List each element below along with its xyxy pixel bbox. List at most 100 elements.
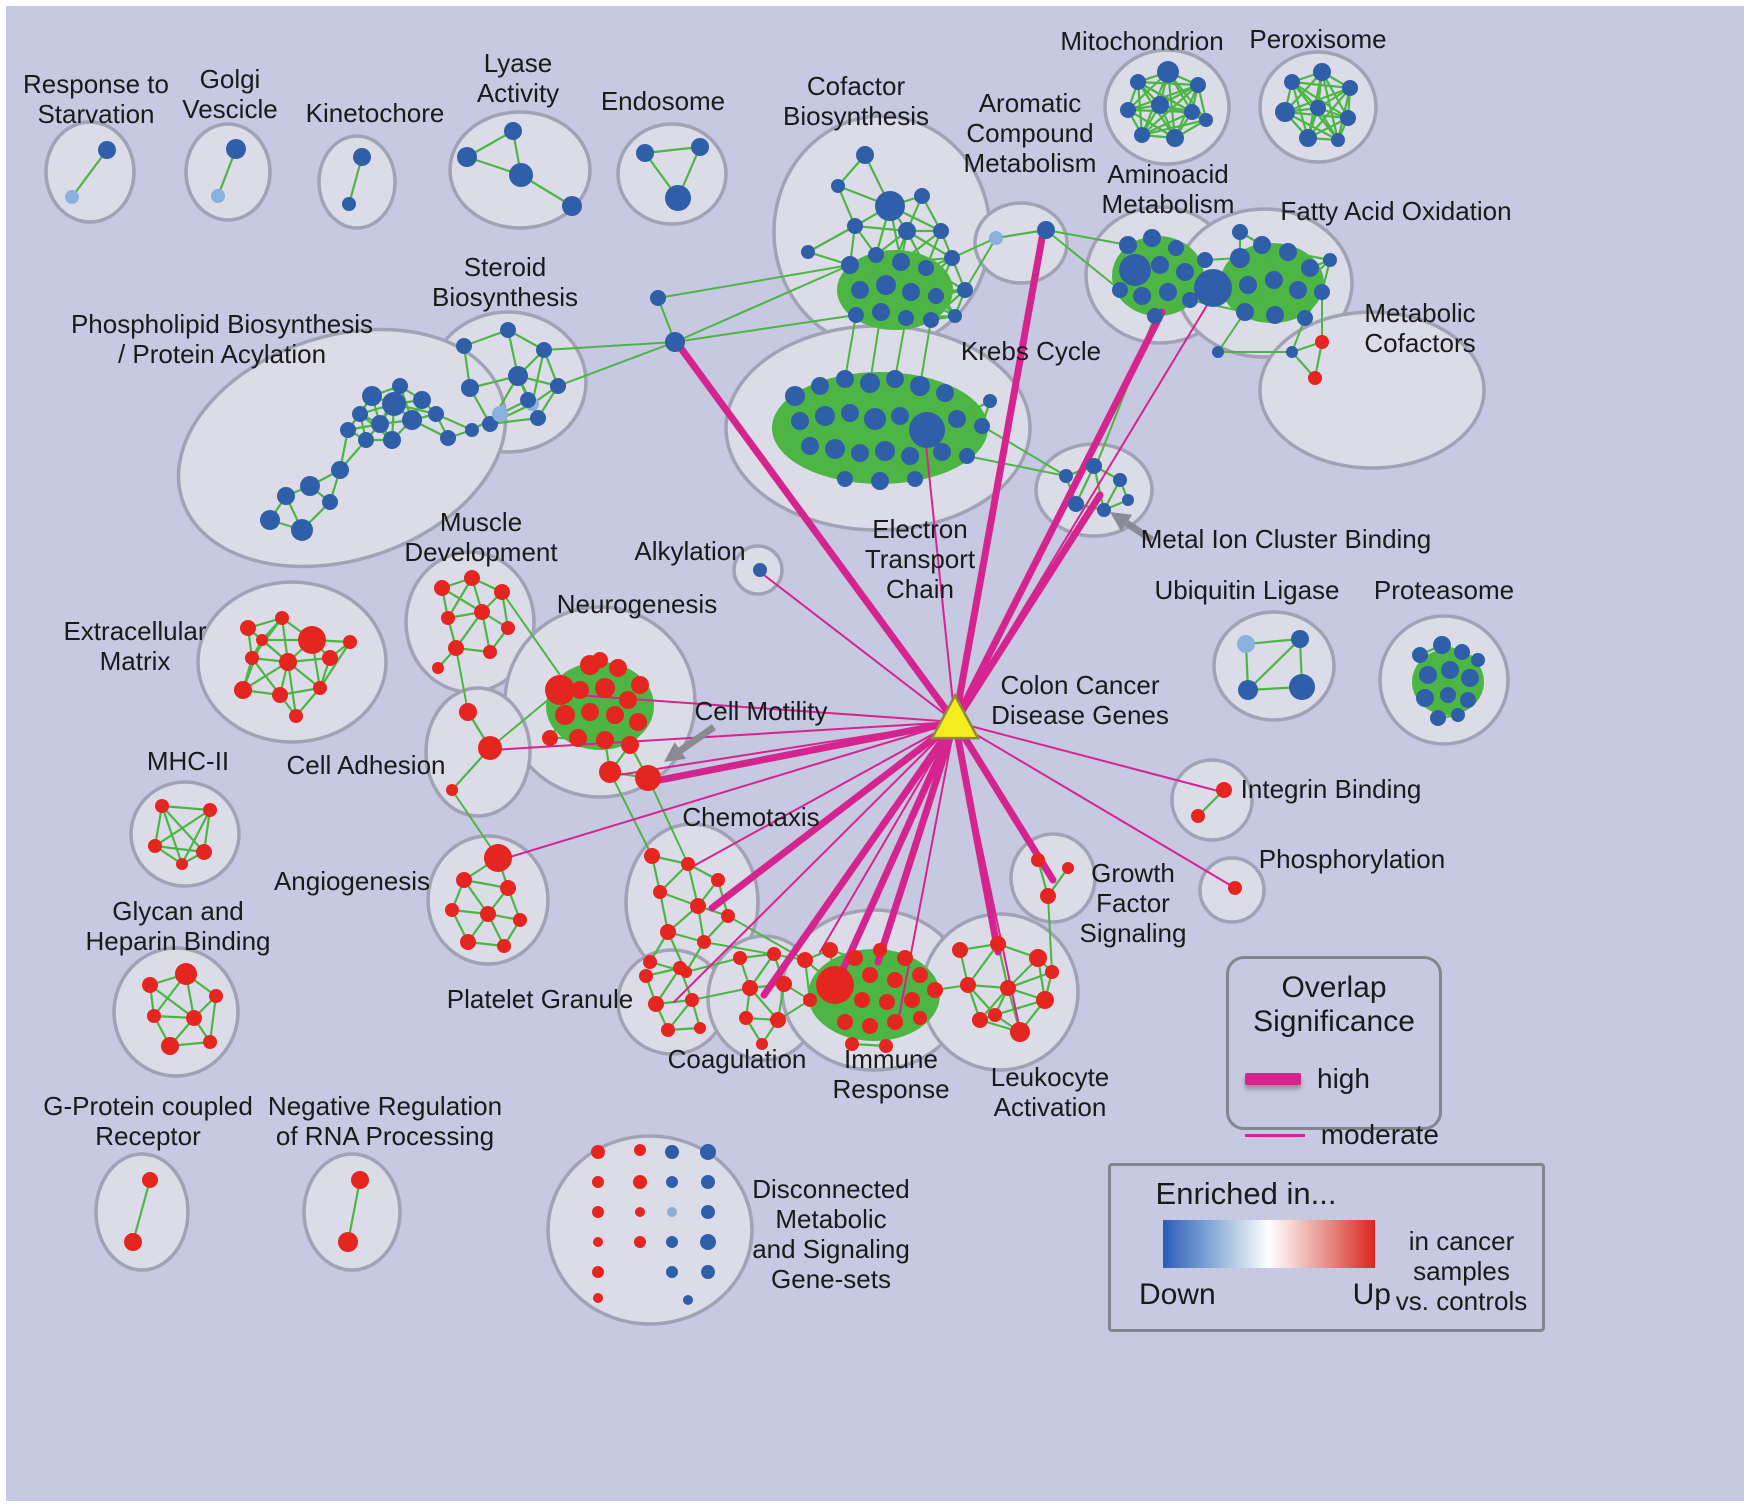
gene-set-node	[701, 1175, 715, 1189]
gene-set-node	[912, 967, 928, 983]
enriched-context-line3: vs. controls	[1395, 1286, 1528, 1316]
label-cofactor-biosynthesis: Cofactor	[807, 71, 906, 101]
gene-set-node	[1310, 100, 1326, 116]
edge	[161, 804, 211, 812]
gene-set-node	[661, 1023, 675, 1037]
gene-set-node	[1143, 229, 1161, 247]
gene-set-node	[862, 1018, 878, 1034]
label-immune-response: Immune	[844, 1044, 938, 1074]
gene-set-node	[634, 1236, 646, 1248]
gene-set-node	[459, 703, 477, 721]
significance-edge-moderate	[491, 721, 956, 751]
gene-set-node	[959, 448, 975, 464]
significance-edge-high	[951, 718, 1002, 956]
cell-motility-arrow-line	[678, 724, 717, 754]
cluster-ellipse-mhc-ii	[129, 780, 241, 888]
gene-set-node	[701, 1205, 715, 1219]
gene-set-node	[933, 223, 949, 239]
metal-ion-arrow-line	[1124, 520, 1154, 543]
gene-set-node	[860, 373, 880, 393]
gene-set-node	[923, 312, 939, 328]
gene-set-node	[1266, 306, 1284, 324]
gene-set-node	[98, 141, 116, 159]
cluster-ellipse-negative-regulation-rna-processing	[302, 1152, 402, 1272]
gene-set-node	[660, 924, 676, 940]
gene-set-node	[383, 431, 401, 449]
gene-set-node	[1176, 263, 1194, 281]
gene-set-node	[441, 611, 455, 625]
inter-cluster-edge	[455, 647, 469, 713]
label-lyase-activity: Activity	[477, 78, 559, 108]
gene-set-node	[864, 408, 886, 430]
gene-set-node	[825, 439, 845, 459]
gene-set-node	[196, 844, 212, 860]
moderate-significance-label: moderate	[1320, 1119, 1439, 1150]
gene-set-node	[428, 406, 444, 422]
gene-set-node	[501, 621, 515, 635]
gene-set-node	[234, 681, 252, 699]
label-leukocyte-activation: Leukocyte	[991, 1062, 1110, 1092]
gene-set-node	[816, 966, 854, 1004]
gene-set-node	[700, 1144, 716, 1160]
label-electron-transport-chain: Transport	[865, 544, 976, 574]
gene-set-node	[621, 736, 639, 754]
gene-set-node	[1239, 276, 1257, 294]
significance-edge-high	[951, 234, 1046, 726]
gene-set-node	[592, 1176, 604, 1188]
label-chemotaxis: Chemotaxis	[682, 802, 819, 832]
label-negative-regulation-rna-processing: Negative Regulation	[268, 1091, 502, 1121]
label-cofactor-biosynthesis: Biosynthesis	[783, 101, 929, 131]
label-leukocyte-activation: Activation	[994, 1092, 1107, 1122]
gene-set-node	[683, 1295, 693, 1305]
gene-set-node	[841, 256, 859, 274]
gene-set-node	[1191, 809, 1205, 823]
gene-set-node	[592, 1266, 604, 1278]
gene-set-node	[944, 250, 960, 266]
gene-set-node	[478, 736, 502, 760]
gene-set-node	[1166, 129, 1184, 147]
gene-set-node	[209, 989, 223, 1003]
enriched-in-body: Down Up in cancer samples vs. controls	[1111, 1212, 1542, 1316]
label-ubiquitin-ligase: Ubiquitin Ligase	[1154, 575, 1339, 605]
legend-overlap-title: Overlap Significance	[1229, 971, 1439, 1039]
gene-set-node	[753, 563, 767, 577]
gene-set-node	[665, 332, 685, 352]
gene-set-node	[1315, 335, 1329, 349]
edge	[1141, 118, 1207, 137]
gene-set-node	[465, 423, 479, 437]
gene-set-node	[918, 260, 934, 276]
gene-set-node	[875, 441, 895, 461]
label-colon-cancer-disease-genes: Disease Genes	[991, 700, 1169, 730]
inter-cluster-edge	[964, 237, 997, 291]
gene-set-node	[667, 1207, 677, 1217]
inter-cluster-edge	[1045, 229, 1121, 291]
gene-set-node	[203, 1035, 217, 1049]
gene-set-node	[245, 651, 259, 665]
gene-set-node	[631, 676, 649, 694]
label-platelet-granule: Platelet Granule	[447, 984, 633, 1014]
gene-set-node	[260, 510, 280, 530]
gene-set-node	[983, 394, 997, 408]
gene-set-node	[1331, 133, 1345, 147]
gene-set-node	[1416, 689, 1434, 707]
gene-set-node	[831, 179, 845, 193]
gene-set-node	[644, 848, 660, 864]
gene-set-node	[851, 281, 869, 299]
significance-edge-high	[951, 308, 1166, 726]
gene-set-node	[1275, 102, 1295, 122]
gene-set-node	[837, 1014, 853, 1030]
gene-set-node	[351, 1171, 369, 1189]
edge	[807, 225, 856, 253]
gene-set-node	[1120, 102, 1136, 118]
label-fatty-acid-oxidation: Fatty Acid Oxidation	[1280, 196, 1511, 226]
label-peroxisome: Peroxisome	[1249, 24, 1386, 54]
gene-set-node	[711, 873, 725, 887]
label-extracellular-matrix: Extracellular	[63, 616, 206, 646]
gene-set-node	[681, 857, 695, 871]
significance-edge-moderate	[954, 721, 1236, 889]
gene-set-node	[440, 430, 456, 446]
gene-set-node	[1168, 240, 1184, 256]
legend-row-high: high	[1229, 1063, 1439, 1095]
gene-set-node	[1237, 635, 1255, 653]
gene-set-node	[635, 1207, 645, 1217]
